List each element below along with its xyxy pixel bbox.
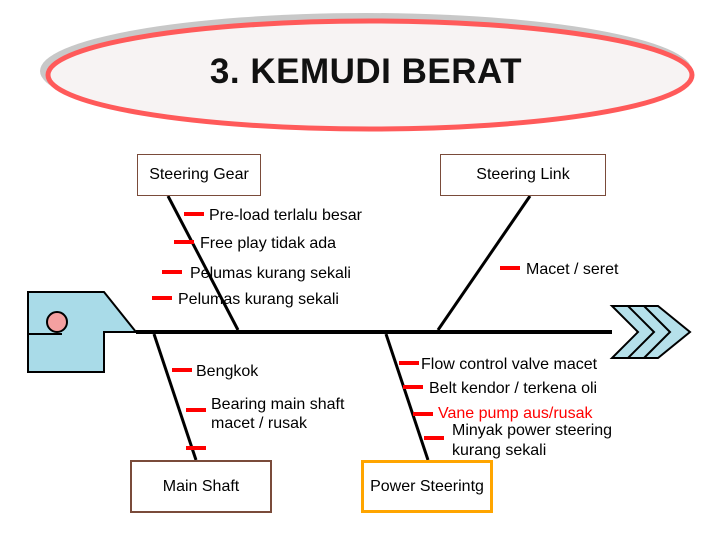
category-main-shaft: Main Shaft — [130, 460, 272, 513]
cause-bearing-line1: Bearing main shaft — [211, 396, 345, 413]
cause-pelumas-1: Pelumas kurang sekali — [190, 265, 351, 282]
category-power-steering: Power Steerintg — [361, 460, 493, 513]
cause-minyak-line1: Minyak power steering — [452, 422, 613, 439]
cause-macet-seret: Macet / seret — [526, 261, 619, 278]
title-banner: 3. KEMUDI BERAT — [40, 12, 692, 130]
category-steering-gear-label: Steering Gear — [149, 166, 249, 183]
bone-power-steering — [384, 333, 430, 461]
bone-steering-link — [436, 195, 532, 331]
fish-head — [27, 291, 139, 373]
category-power-steering-label: Power Steerintg — [370, 477, 484, 495]
title-ellipse — [45, 18, 695, 132]
bone-steering-gear — [166, 195, 240, 331]
cause-preload: Pre-load terlalu besar — [209, 207, 362, 224]
cause-vane-pump: Vane pump aus/rusak — [438, 405, 593, 422]
category-steering-link: Steering Link — [440, 154, 606, 196]
category-main-shaft-label: Main Shaft — [162, 477, 240, 495]
cause-freeplay: Free play tidak ada — [200, 235, 337, 252]
cause-pelumas-2: Pelumas kurang sekali — [178, 291, 339, 308]
cause-minyak-line2: kurang sekali — [452, 442, 547, 459]
fish-eye — [46, 311, 68, 333]
bone-main-shaft — [152, 333, 198, 461]
category-steering-link-label: Steering Link — [476, 166, 570, 183]
category-steering-gear: Steering Gear — [137, 154, 261, 196]
page-title: 3. KEMUDI BERAT — [209, 52, 523, 91]
cause-flow-control: Flow control valve macet — [421, 356, 598, 373]
cause-ticks — [152, 212, 520, 450]
cause-bearing-line2: macet / rusak — [211, 415, 308, 432]
cause-bengkok: Bengkok — [196, 363, 259, 380]
cause-belt: Belt kendor / terkena oli — [429, 380, 598, 397]
fish-tail — [609, 305, 692, 359]
